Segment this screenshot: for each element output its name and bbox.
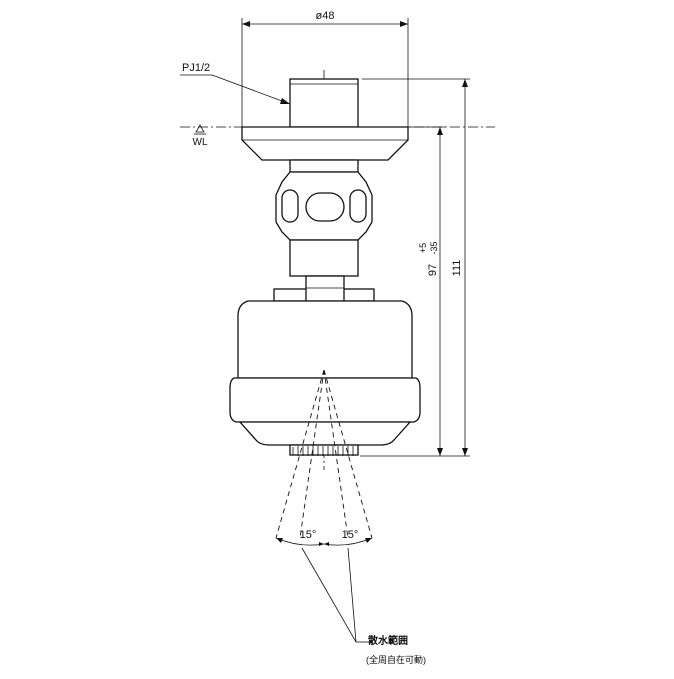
- angle-left-label: 15°: [300, 529, 317, 541]
- neck: [289, 159, 359, 173]
- head-bottom: [238, 421, 412, 446]
- water-level-symbol: WL: [193, 124, 208, 148]
- ball-joint-window-center: [305, 192, 345, 222]
- height-total-label: 111: [451, 260, 463, 277]
- head-body: [237, 300, 413, 379]
- water-level-label: WL: [193, 137, 208, 148]
- angle-right-label: 15°: [342, 529, 359, 541]
- tolerance-plus-label: +5: [418, 243, 428, 253]
- ball-joint-window-right: [349, 189, 367, 223]
- note-leader-right: [347, 547, 357, 643]
- head-band: [229, 377, 421, 423]
- spray-line-right: [323, 369, 373, 539]
- thread-label: PJ1/2: [182, 62, 210, 74]
- nozzle-ring: [289, 444, 359, 456]
- flange: [241, 126, 409, 161]
- ball-joint-window-left: [281, 189, 299, 223]
- spray-line-left-inner: [299, 369, 325, 539]
- lower-stem: [289, 239, 359, 277]
- rotation-note: (全周自在可動): [366, 654, 426, 665]
- thread-leader: [211, 74, 291, 105]
- diameter-label: ø48: [316, 10, 335, 22]
- nut-center: [305, 275, 345, 302]
- nozzle: [289, 444, 359, 456]
- height-main-label: 97: [427, 264, 439, 276]
- spray-line-right-inner: [323, 369, 349, 539]
- spray-range-note: 散水範囲: [368, 634, 408, 647]
- thread-fitting: [289, 78, 359, 128]
- spray-line-left: [275, 369, 325, 539]
- note-leader-left: [301, 547, 357, 643]
- tolerance-minus-label: -35: [429, 241, 439, 254]
